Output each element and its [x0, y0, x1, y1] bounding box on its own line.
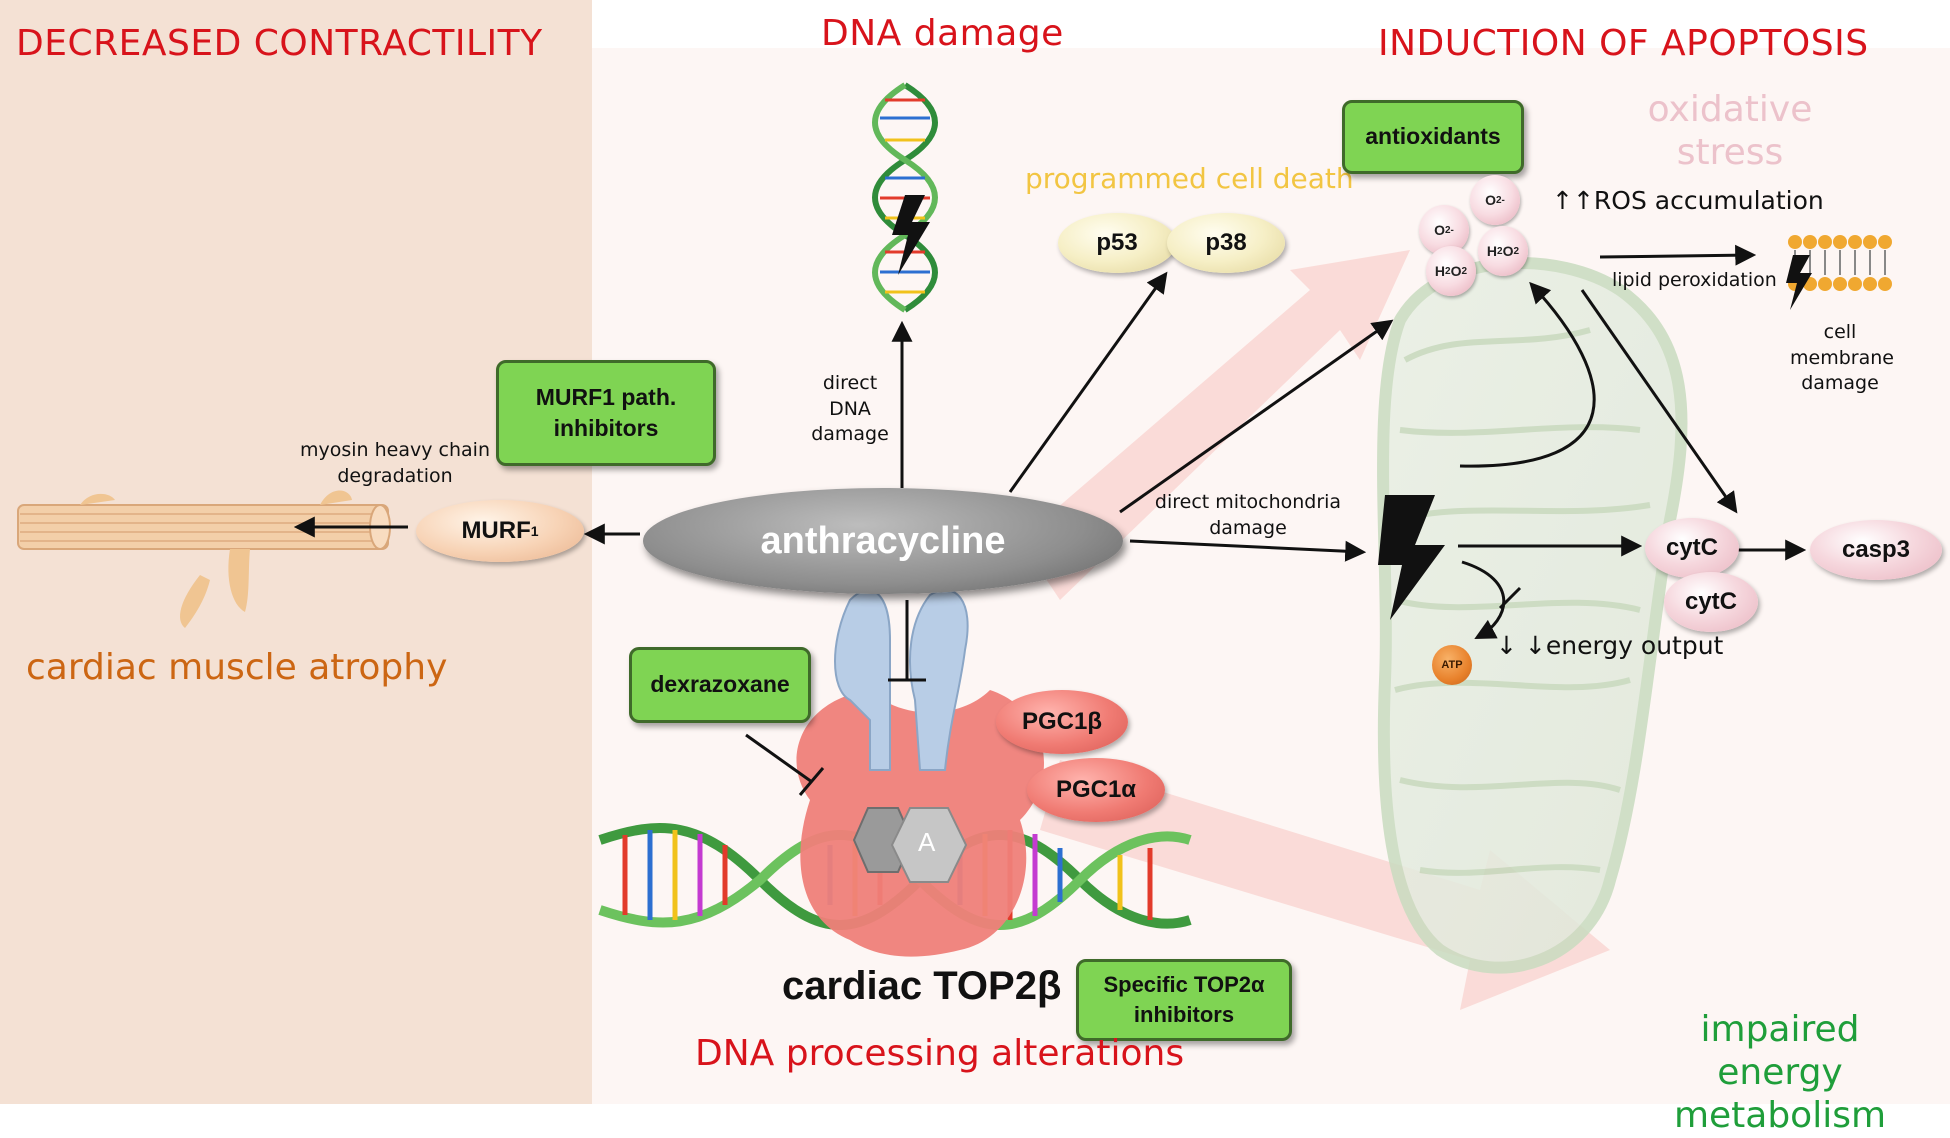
- programmed-cell-death-label: programmed cell death: [1025, 162, 1354, 195]
- lightning-icon-membrane: [1786, 255, 1812, 310]
- atp-label: ATP: [1441, 658, 1463, 671]
- lightning-icon-dna: [892, 195, 930, 275]
- pgc1a-label: PGC1α: [1055, 776, 1137, 803]
- heading-dna-damage: DNA damage: [821, 13, 1064, 54]
- casp3-node: casp3: [1810, 520, 1942, 580]
- lipid-peroxidation-label: lipid peroxidation: [1612, 269, 1777, 291]
- top2-enzyme: [796, 589, 1044, 957]
- oxidative-stress-text: oxidative stress: [1647, 89, 1813, 174]
- direct-mito-damage-label: direct mitochondria damage: [1148, 490, 1348, 541]
- cytc-label-2: cytC: [1684, 588, 1738, 615]
- heading-induction-apoptosis: INDUCTION OF APOPTOSIS: [1378, 23, 1869, 64]
- background-arrow-up: [1020, 250, 1410, 600]
- ros-accumulation-label: ↑↑ROS accumulation: [1552, 186, 1824, 215]
- anthracycline-label: anthracycline: [760, 519, 1006, 562]
- oxidative-stress-label: oxidative stress: [1630, 88, 1830, 174]
- dexrazoxane-label: dexrazoxane: [650, 671, 790, 698]
- cytc-node-1: cytC: [1645, 518, 1739, 578]
- myosin-degradation-label: myosin heavy chain degradation: [300, 438, 490, 489]
- pgc1b-node: PGC1β: [996, 690, 1128, 754]
- muscle-fiber: [17, 490, 391, 628]
- top2a-inhibitors-box: Specific TOP2α inhibitors: [1076, 959, 1292, 1041]
- membrane-damage-label: cell membrane damage: [1790, 320, 1894, 397]
- membrane-damage-text: cell membrane damage: [1790, 321, 1894, 395]
- impaired-energy-label: impaired energy metabolism: [1640, 1008, 1920, 1138]
- p38-node: p38: [1167, 213, 1285, 273]
- arrow-ros-to-cytc: [1580, 289, 1738, 514]
- p38-label: p38: [1205, 229, 1247, 256]
- dexrazoxane-box: dexrazoxane: [629, 647, 811, 723]
- arrow-mito-to-ros: [1459, 281, 1596, 468]
- murf1-inhibitors-label: MURF1 path. inhibitors: [535, 383, 677, 441]
- direct-mito-damage-text: direct mitochondria damage: [1154, 491, 1342, 539]
- cytc-node-2: cytC: [1664, 572, 1758, 632]
- murf1-label: MURF: [461, 517, 531, 544]
- top2a-inhibitors-label: Specific TOP2α inhibitors: [1103, 972, 1265, 1027]
- dna-processing-label: DNA processing alterations: [695, 1033, 1185, 1074]
- inhibit-dexrazoxane: [745, 733, 813, 784]
- atp-node: ATP: [1432, 645, 1472, 685]
- arrow-to-atp: [1461, 560, 1506, 639]
- dna-helix-top: [872, 82, 938, 313]
- cardiac-top2b-label: cardiac TOP2β: [782, 964, 1062, 1008]
- cytc-label-1: cytC: [1665, 534, 1719, 561]
- myosin-degradation-text: myosin heavy chain degradation: [300, 439, 490, 487]
- pgc1b-label: PGC1β: [1021, 708, 1102, 735]
- direct-dna-damage-label: direct DNA damage: [805, 371, 895, 448]
- antioxidants-box: antioxidants: [1342, 100, 1524, 174]
- direct-dna-damage-text: direct DNA damage: [811, 372, 889, 446]
- lightning-icon-mitochondria: [1378, 495, 1445, 620]
- antioxidants-label: antioxidants: [1365, 123, 1501, 150]
- cardiac-muscle-atrophy-label: cardiac muscle atrophy: [26, 647, 448, 688]
- murf1-subscript: 1: [530, 523, 539, 539]
- arrow-anthra-to-ros: [1119, 319, 1394, 514]
- energy-output-label: ↓ ↓energy output: [1496, 631, 1724, 660]
- casp3-label: casp3: [1841, 536, 1911, 563]
- anthracycline-node: anthracycline: [643, 488, 1123, 594]
- arrow-anthra-to-p53: [1008, 271, 1168, 493]
- arrow-anthra-to-mitochondria: [1129, 539, 1367, 562]
- p53-node: p53: [1058, 213, 1176, 273]
- pgc1a-node: PGC1α: [1027, 758, 1165, 822]
- murf1-inhibitors-box: MURF1 path. inhibitors: [496, 360, 716, 466]
- p53-label: p53: [1096, 229, 1138, 256]
- mitochondrion: [1377, 257, 1688, 974]
- arrow-lipid-peroxidation: [1599, 244, 1757, 266]
- impaired-energy-text: impaired energy metabolism: [1673, 1009, 1887, 1137]
- heading-decreased-contractility: DECREASED CONTRACTILITY: [16, 23, 543, 64]
- drug-marker-label: A: [918, 827, 936, 857]
